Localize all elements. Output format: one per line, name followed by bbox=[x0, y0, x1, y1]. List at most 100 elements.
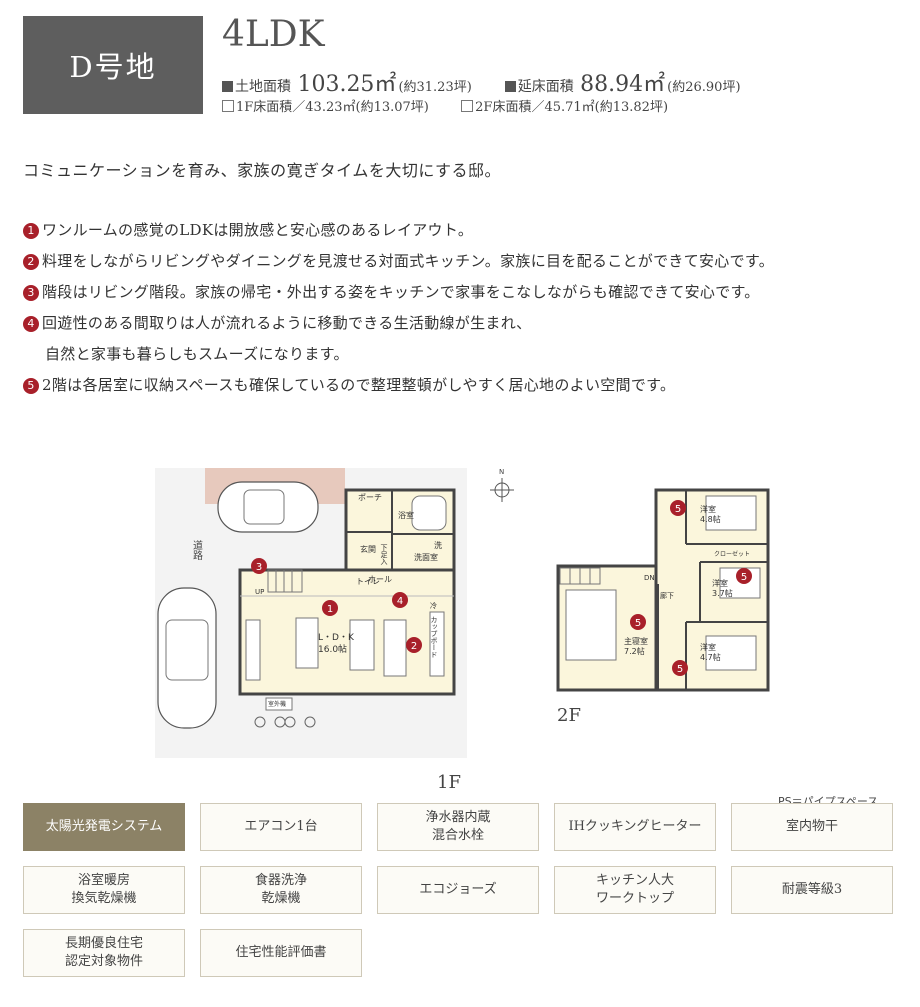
svg-text:1: 1 bbox=[327, 604, 333, 615]
floor-area-value: 88.94㎡ bbox=[580, 72, 666, 97]
dn-label: DN bbox=[644, 574, 655, 582]
spec-badge: 浄水器内蔵 混合水栓 bbox=[377, 803, 539, 851]
feature-text: 階段はリビング階段。家族の帰宅・外出する姿をキッチンで家事をこなしながらも確認で… bbox=[42, 283, 760, 301]
corridor-label: 廊下 bbox=[660, 591, 674, 600]
road-label: 道路 bbox=[191, 539, 203, 561]
feature-text-continued: 自然と家事も暮らしもスムーズになります。 bbox=[45, 345, 349, 363]
kitchen-counter-icon bbox=[383, 619, 407, 677]
toilet-label: トイレ bbox=[356, 577, 380, 586]
lot-label: D号地 bbox=[69, 50, 157, 84]
spec-badge: 室内物干 bbox=[731, 803, 893, 851]
marker-5-icon: 5 bbox=[670, 500, 686, 516]
dining-table-icon bbox=[349, 619, 375, 671]
bath-label: 浴室 bbox=[398, 510, 414, 520]
outdoor-unit-icon bbox=[265, 697, 293, 711]
land-area-value: 103.25㎡ bbox=[297, 72, 397, 97]
room2-label: 洋室 bbox=[712, 578, 728, 588]
floor-area-label: 延床面積 bbox=[517, 79, 574, 95]
marker-icon: 5 bbox=[23, 378, 39, 394]
spec-badge: 耐震等級3 bbox=[731, 866, 893, 914]
svg-text:N: N bbox=[499, 468, 504, 476]
f2-area: 2F床面積／45.71㎡(約13.82坪) bbox=[475, 100, 669, 115]
marker-icon: 4 bbox=[23, 316, 39, 332]
floor-plan: 道路 浴室 ポーチ 玄関 下足入 洗面室 洗 トイレ ホール UP L・D・K … bbox=[155, 468, 770, 758]
land-area-tsubo: (約31.23坪) bbox=[398, 80, 472, 95]
spec-badge: 長期優良住宅 認定対象物件 bbox=[23, 929, 185, 977]
square-filled-icon bbox=[504, 81, 516, 92]
closet-label: クローゼット bbox=[714, 550, 750, 558]
spec-badge: エコジョーズ bbox=[377, 866, 539, 914]
ldk-size: 16.0帖 bbox=[318, 643, 347, 655]
svg-text:5: 5 bbox=[635, 618, 641, 629]
entrance-label: 玄関 bbox=[360, 544, 376, 554]
lot-badge: D号地 bbox=[23, 16, 203, 114]
hall-label: ホール bbox=[368, 575, 392, 584]
spec-badge: 浴室暖房 換気乾燥機 bbox=[23, 866, 185, 914]
feature-text: 料理をしながらリビングやダイニングを見渡せる対面式キッチン。家族に目を配ることが… bbox=[42, 252, 775, 270]
area-row-main: 土地面積 103.25㎡(約31.23坪) 延床面積 88.94㎡(約26.90… bbox=[222, 66, 741, 98]
svg-text:4: 4 bbox=[397, 596, 403, 607]
first-floor-outline bbox=[238, 568, 456, 696]
shoebox-label: 下足入 bbox=[380, 544, 388, 565]
car-icon bbox=[217, 481, 319, 533]
f1-area: 1F床面積／43.23㎡(約13.07坪) bbox=[236, 100, 429, 115]
marker-icon: 3 bbox=[23, 285, 39, 301]
plan-type: 4LDK bbox=[222, 14, 325, 55]
wash-room-label: 洗面室 bbox=[414, 552, 438, 562]
up-label: UP bbox=[255, 588, 264, 596]
land-area-label: 土地面積 bbox=[235, 79, 291, 95]
marker-icon: 1 bbox=[23, 223, 39, 239]
spec-badge-active: 太陽光発電システム bbox=[23, 803, 185, 851]
feature-text: ワンルームの感覚のLDKは開放感と安心感のあるレイアウト。 bbox=[42, 221, 474, 239]
feature-text: 回遊性のある間取りは人が流れるように移動できる生活動線が生まれ、 bbox=[42, 314, 532, 332]
second-floor-plan bbox=[556, 488, 770, 692]
porch-label: ポーチ bbox=[358, 493, 382, 502]
feature-text: 2階は各居室に収納スペースも確保しているので整理整頓がしやすく居心地のよい空間で… bbox=[42, 376, 676, 394]
stairs-icon bbox=[267, 569, 303, 593]
bed-icon bbox=[565, 589, 617, 661]
bed-icon bbox=[705, 495, 757, 531]
bathtub-icon bbox=[411, 495, 447, 531]
room2-size: 3.7帖 bbox=[712, 588, 733, 598]
svg-text:5: 5 bbox=[675, 504, 681, 515]
marker-5-icon: 5 bbox=[630, 614, 646, 630]
area-row-floors: 1F床面積／43.23㎡(約13.07坪) 2F床面積／45.71㎡(約13.8… bbox=[222, 96, 668, 115]
intro-text: コミュニケーションを育み、家族の寛ぎタイムを大切にする邸。 bbox=[23, 161, 502, 180]
bed-icon bbox=[705, 635, 757, 671]
bicycle-icon bbox=[254, 716, 316, 728]
square-outline-icon bbox=[461, 100, 474, 112]
marker-5-icon: 5 bbox=[736, 568, 752, 584]
spec-badge: 住宅性能評価書 bbox=[200, 929, 362, 977]
car-icon bbox=[157, 587, 217, 729]
room1-label: 洋室 bbox=[700, 504, 716, 514]
marker-icon: 2 bbox=[23, 254, 39, 270]
spec-badge: 食器洗浄 乾燥機 bbox=[200, 866, 362, 914]
f2-label: 2F bbox=[557, 705, 581, 726]
svg-text:5: 5 bbox=[677, 664, 683, 675]
spec-badge: キッチン人大 ワークトップ bbox=[554, 866, 716, 914]
marker-5-icon: 5 bbox=[672, 660, 688, 676]
master-size: 7.2帖 bbox=[624, 646, 645, 656]
f1-label: 1F bbox=[437, 772, 461, 793]
svg-text:3: 3 bbox=[256, 562, 262, 573]
room3-size: 4.7帖 bbox=[700, 652, 721, 662]
square-outline-icon bbox=[222, 100, 234, 112]
ldk-label: L・D・K bbox=[318, 633, 355, 643]
cupboard-label: カップボード bbox=[430, 616, 438, 658]
marker-4-icon: 4 bbox=[392, 592, 408, 608]
spec-badge: IHクッキングヒーター bbox=[554, 803, 716, 851]
compass-icon: N bbox=[490, 468, 514, 502]
outdoor-unit-label: 室外機 bbox=[268, 700, 286, 708]
wash-label: 洗 bbox=[434, 540, 442, 550]
marker-2-icon: 2 bbox=[406, 637, 422, 653]
room3-label: 洋室 bbox=[700, 642, 716, 652]
room1-size: 4.8帖 bbox=[700, 514, 721, 524]
master-label: 主寝室 bbox=[624, 636, 648, 646]
storage-label: 冷 bbox=[430, 601, 437, 610]
